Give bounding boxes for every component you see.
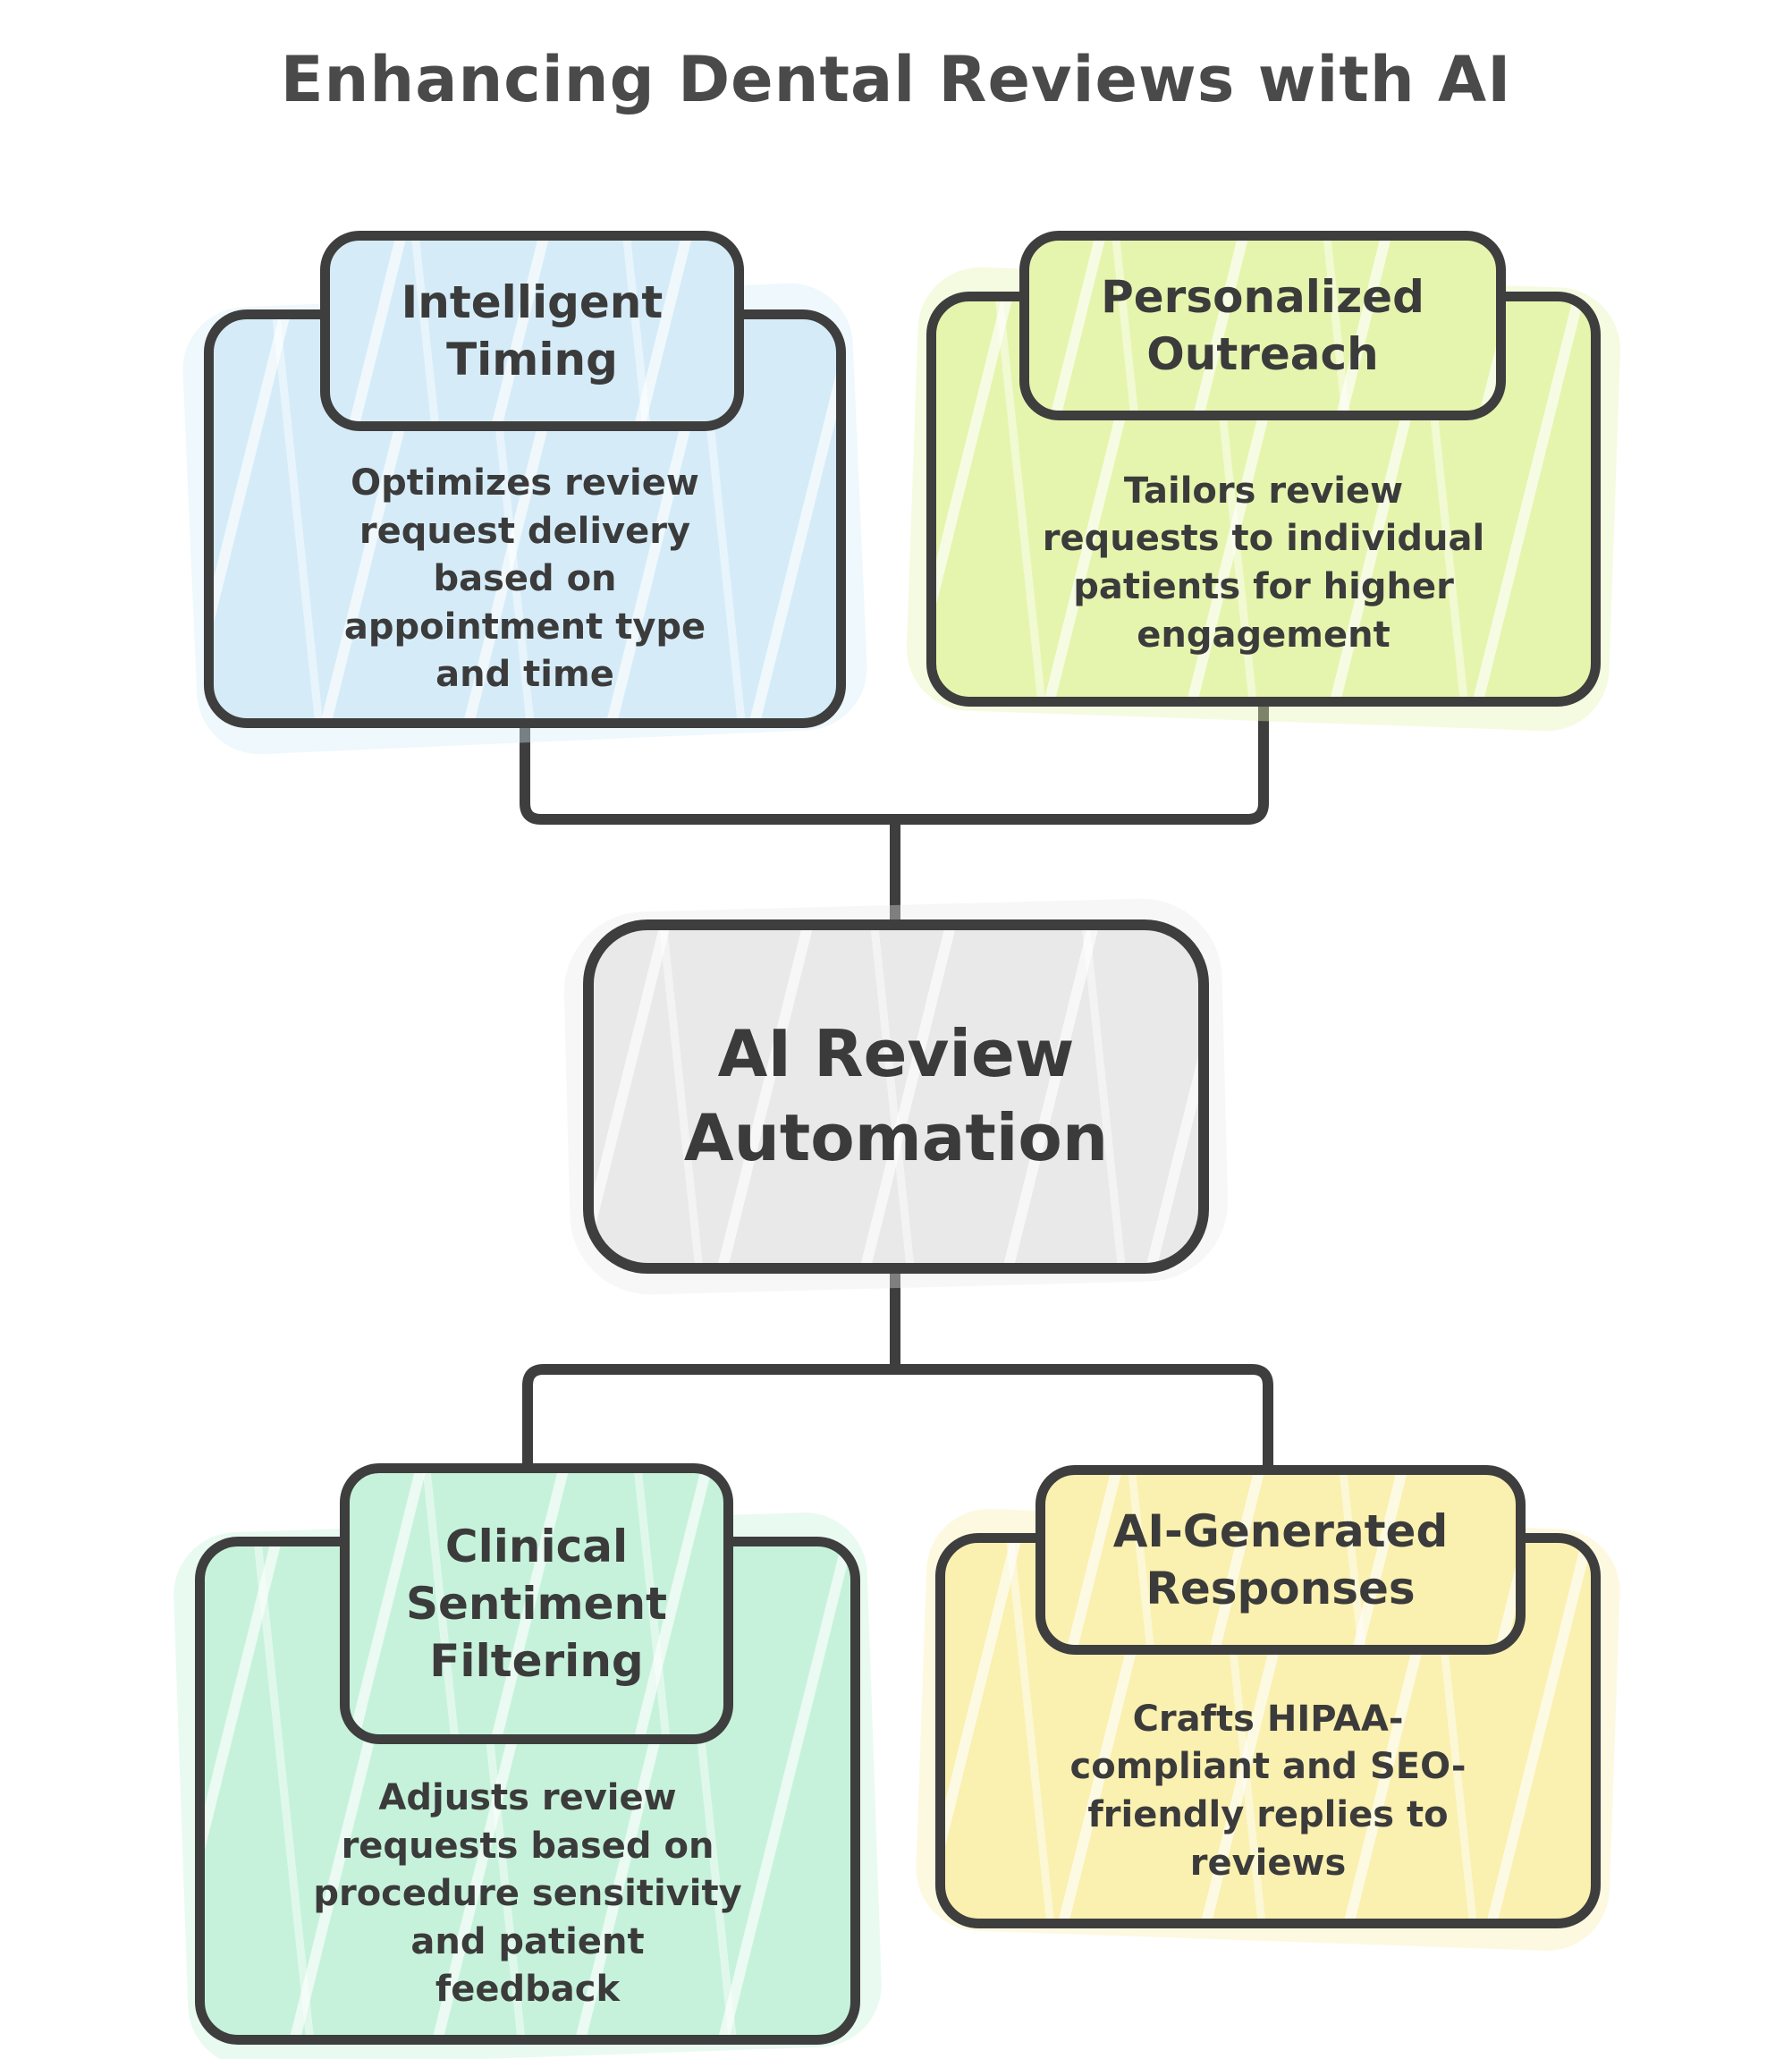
node-title-clinical-sentiment-filtering: Clinical Sentiment Filtering: [340, 1463, 733, 1744]
node-description: Adjusts review requests based on procedu…: [313, 1777, 742, 2011]
node-description: Tailors review requests to individual pa…: [1042, 470, 1485, 656]
node-title-personalized-outreach: Personalized Outreach: [1019, 231, 1506, 420]
node-title-label: AI-Generated Responses: [1112, 1505, 1449, 1614]
center-node-label: AI Review Automation: [683, 1016, 1109, 1175]
node-title-label: Clinical Sentiment Filtering: [405, 1521, 668, 1687]
node-body-personalized-outreach: Tailors review requests to individual pa…: [926, 292, 1601, 707]
connector-bottom-bracket: [522, 1364, 1273, 1470]
node-title-intelligent-timing: Intelligent Timing: [320, 231, 744, 431]
node-description: Crafts HIPAA-compliant and SEO-friendly …: [1069, 1698, 1467, 1884]
node-ai-review-automation: AI Review Automation: [583, 919, 1209, 1274]
node-body-clinical-sentiment-filtering: Adjusts review requests based on procedu…: [195, 1537, 860, 2045]
node-description: Optimizes review request delivery based …: [343, 462, 706, 696]
node-body-intelligent-timing: Optimizes review request delivery based …: [204, 309, 846, 728]
node-title-label: Intelligent Timing: [401, 276, 664, 386]
node-body-ai-generated-responses: Crafts HIPAA-compliant and SEO-friendly …: [935, 1533, 1601, 1928]
node-title-label: Personalized Outreach: [1101, 271, 1424, 380]
node-title-ai-generated-responses: AI-Generated Responses: [1035, 1465, 1526, 1655]
diagram-title: Enhancing Dental Reviews with AI: [280, 43, 1512, 116]
